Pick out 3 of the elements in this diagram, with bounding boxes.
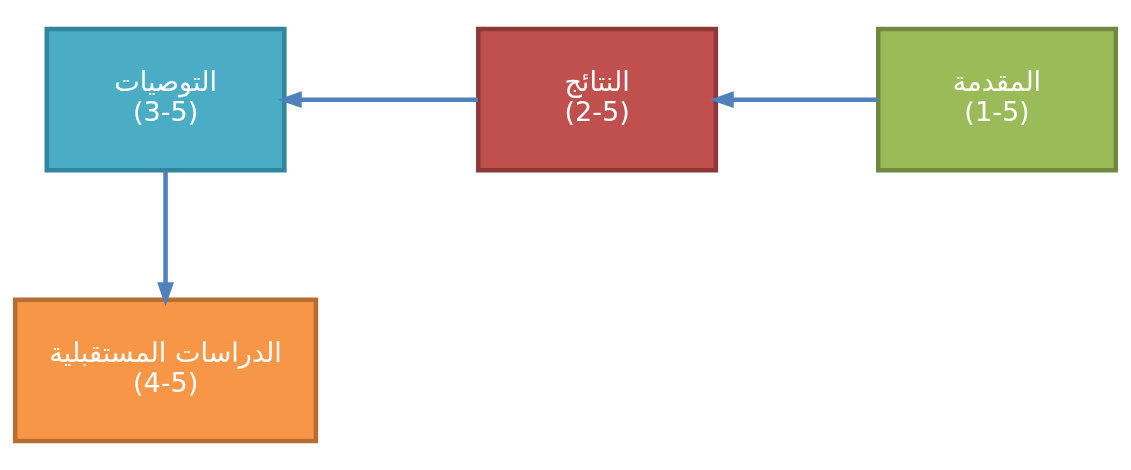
arrow bbox=[157, 170, 174, 307]
arrow bbox=[277, 91, 478, 109]
arrow bbox=[709, 91, 879, 109]
